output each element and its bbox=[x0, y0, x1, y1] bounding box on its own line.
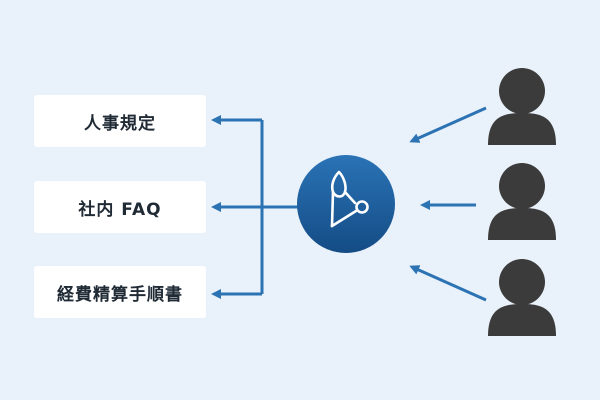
document-label: 経費精算手順書 bbox=[57, 284, 183, 305]
network-nodes-icon bbox=[330, 170, 369, 228]
user-icon-2 bbox=[488, 163, 556, 240]
hub-circle bbox=[297, 155, 395, 253]
document-card-hr-rules: 人事規定 bbox=[34, 95, 206, 147]
arrow-from-user-1 bbox=[409, 106, 487, 143]
arrow-from-user-3 bbox=[409, 265, 487, 302]
hub-to-documents-connector bbox=[211, 115, 300, 299]
users-to-hub-arrows bbox=[409, 106, 487, 302]
document-card-expense-manual: 経費精算手順書 bbox=[34, 266, 206, 318]
user-icon-3 bbox=[488, 259, 556, 336]
user-icon-1 bbox=[488, 68, 556, 145]
document-label: 社内 FAQ bbox=[78, 199, 162, 220]
document-label: 人事規定 bbox=[84, 113, 156, 134]
document-card-faq: 社内 FAQ bbox=[34, 181, 206, 233]
hub bbox=[297, 155, 395, 253]
